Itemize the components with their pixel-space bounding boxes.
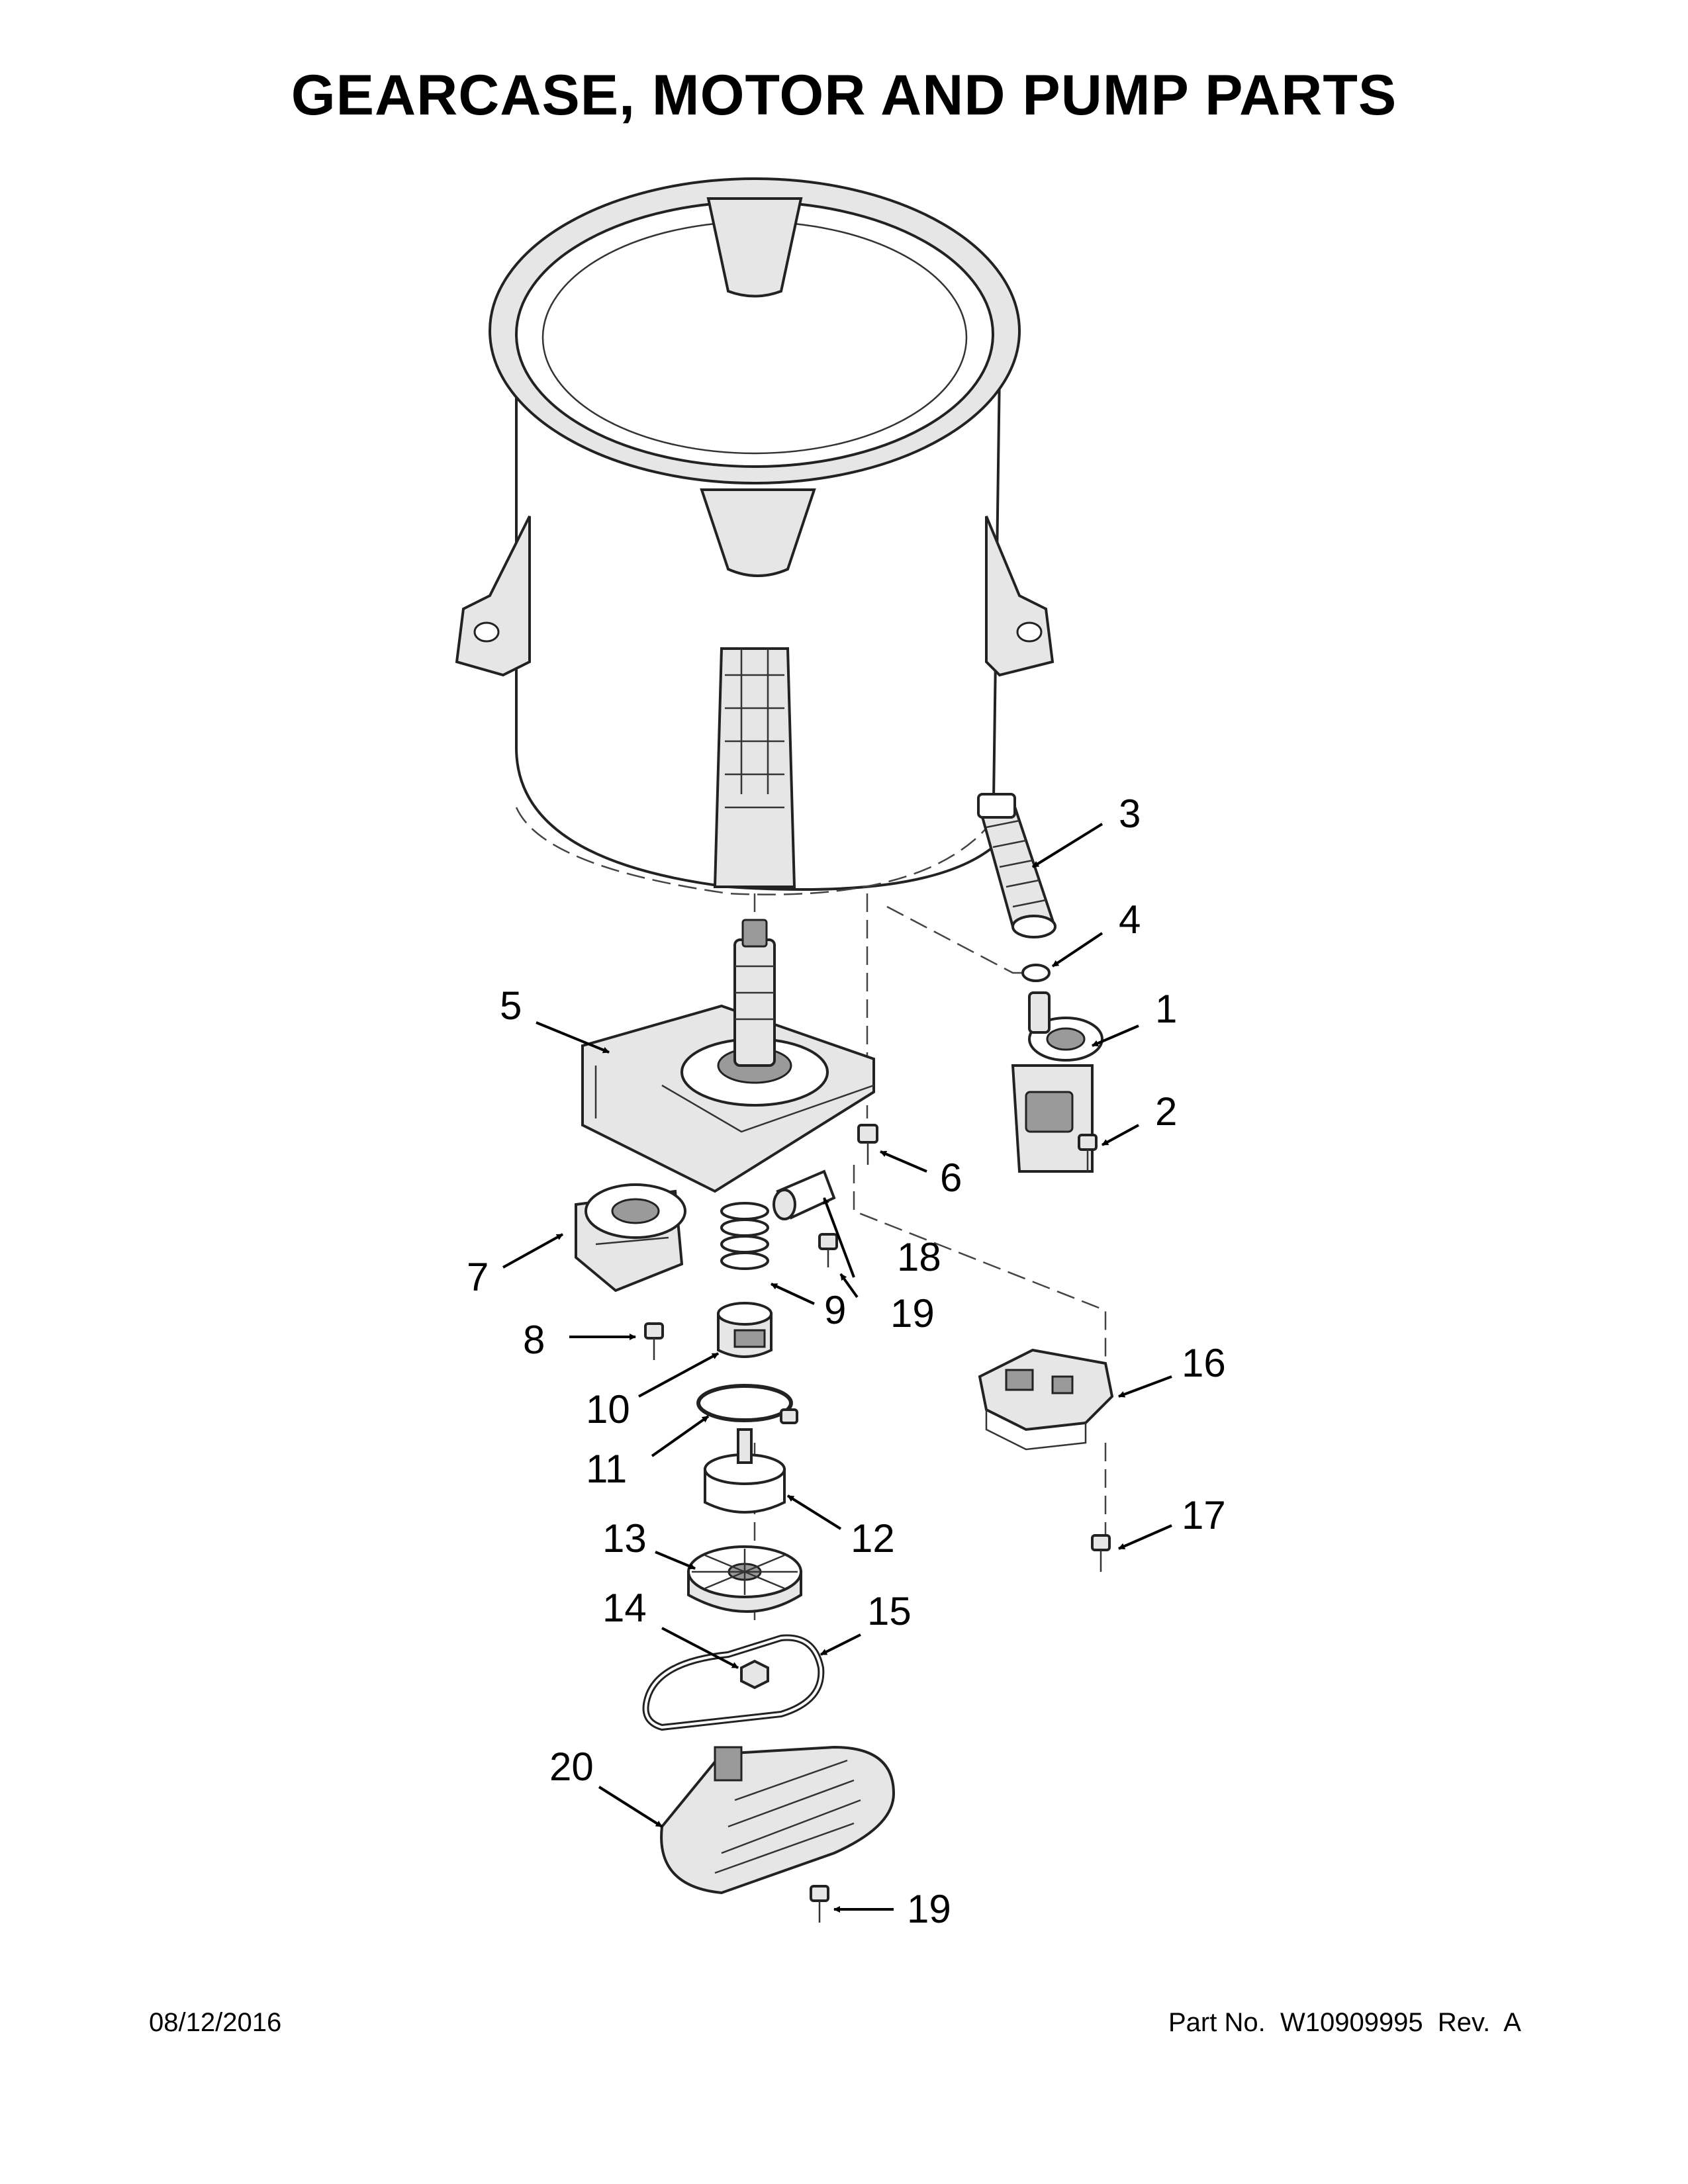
shift-sleeve [773,1169,836,1220]
callout-13: 13 [602,1516,647,1561]
rev-value: A [1503,2008,1521,2037]
pump-screw [1078,1134,1098,1171]
gearcase-assembly [581,919,875,1193]
footer-part-info: Part No. W10909995 Rev. A [1168,2008,1521,2038]
callout-1: 1 [1155,987,1177,1031]
hose-clamp [1021,964,1051,982]
callout-20: 20 [549,1745,594,1789]
callout-8: 8 [523,1318,545,1362]
control-bracket [978,1348,1114,1451]
callout-3: 3 [1119,792,1141,836]
callout-5: 5 [500,983,522,1028]
footer-date: 08/12/2016 [149,2008,282,2037]
callout-2: 2 [1155,1089,1177,1134]
leader-lines [502,823,1172,1913]
part-label: Part No. [1168,2008,1266,2037]
retaining-ring [696,1384,798,1424]
bracket-screw [1091,1534,1111,1572]
drive-belt [642,1634,825,1731]
callout-11: 11 [586,1447,627,1491]
washer-tub [455,177,1055,895]
spring [720,1202,769,1270]
page-title: GEARCASE, MOTOR AND PUMP PARTS [291,64,1397,127]
drain-hose [977,793,1056,938]
callout-7: 7 [467,1255,489,1299]
callout-16: 16 [1182,1341,1226,1385]
callout-15: 15 [867,1589,912,1633]
callout-10: 10 [586,1387,630,1432]
gearcase-screw [857,1124,878,1165]
rev-label: Rev. [1437,2008,1491,2037]
callout-9: 9 [824,1288,846,1332]
callout-4: 4 [1119,897,1141,942]
lower-screw [810,1885,829,1923]
belt-shield [660,1745,896,1895]
callout-19-upper: 19 [890,1291,935,1336]
pulley-nut [740,1659,769,1690]
callout-18: 18 [897,1235,941,1279]
callout-6: 6 [940,1156,962,1200]
callout-numbers: 3 4 1 2 5 6 7 8 9 18 19 10 11 12 13 14 1… [467,792,1226,1931]
part-number: W10909995 [1280,2008,1423,2037]
upper-screw [818,1233,838,1267]
drain-pump [1011,991,1103,1173]
callout-19-lower: 19 [907,1887,951,1931]
callout-14: 14 [602,1586,647,1630]
drive-motor [575,1183,686,1293]
motor-screw [644,1322,664,1360]
drive-coupler [717,1302,773,1358]
shift-actuator [704,1428,786,1514]
callout-17: 17 [1182,1493,1226,1537]
callout-12: 12 [851,1516,895,1561]
drive-pulley [687,1545,802,1613]
